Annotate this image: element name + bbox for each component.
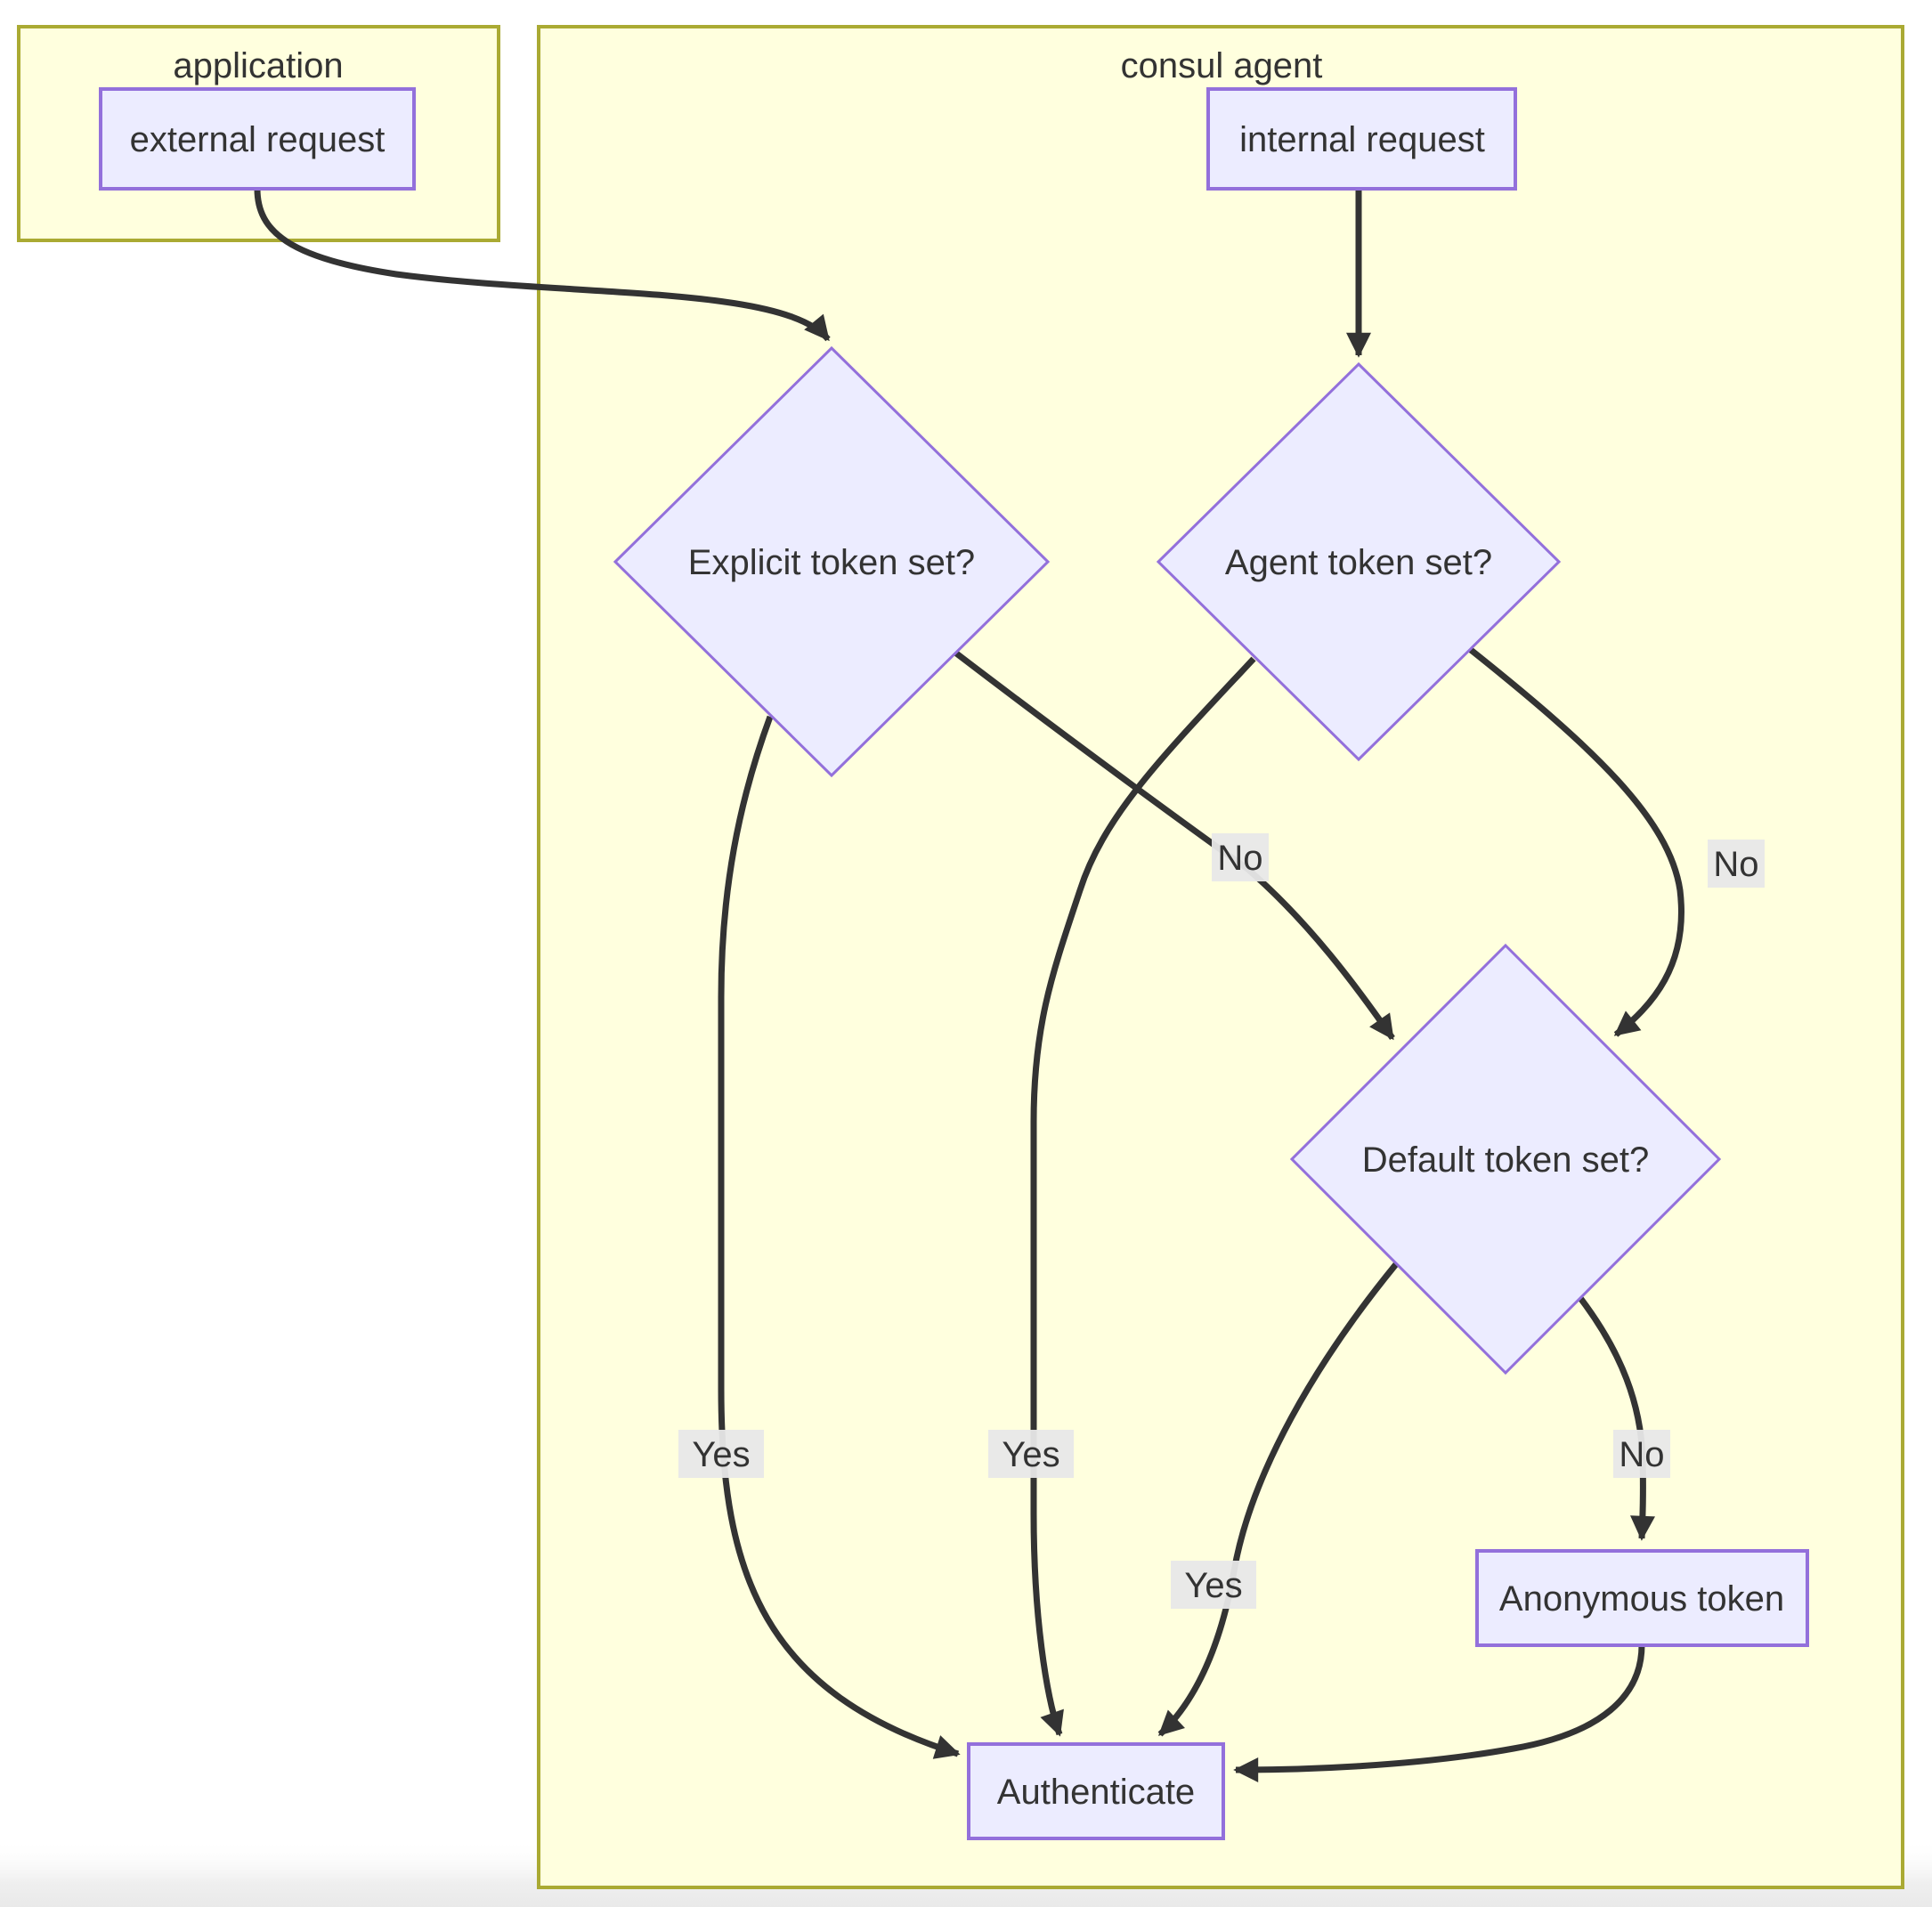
svg-text:Default token set?: Default token set?	[1362, 1140, 1649, 1180]
svg-text:Yes: Yes	[1184, 1566, 1242, 1605]
cluster-application-title: application	[173, 46, 343, 85]
node-internal-request: internal request	[1206, 87, 1517, 191]
svg-text:Agent token set?: Agent token set?	[1225, 543, 1492, 582]
edge-agent-token-yes-to-authenticate	[1030, 656, 1256, 1737]
edge-label-explicit-no: No	[1212, 833, 1269, 881]
svg-text:No: No	[1619, 1435, 1664, 1474]
svg-text:internal request: internal request	[1239, 120, 1485, 159]
svg-text:Anonymous token: Anonymous token	[1499, 1579, 1784, 1619]
svg-text:No: No	[1217, 839, 1262, 878]
edge-label-default-yes: Yes	[1171, 1561, 1256, 1609]
edge-label-agent-no: No	[1708, 840, 1765, 888]
node-external-request: external request	[99, 87, 416, 191]
edge-label-explicit-yes: Yes	[678, 1430, 764, 1478]
node-agent-token-set: Agent token set?	[1156, 361, 1562, 762]
node-default-token-set: Default token set?	[1289, 943, 1722, 1375]
svg-text:Authenticate: Authenticate	[997, 1773, 1195, 1812]
edge-default-token-yes-to-authenticate	[1157, 1262, 1399, 1737]
edge-agent-token-no-to-default-token	[1468, 647, 1684, 1037]
node-explicit-token-set: Explicit token set?	[613, 345, 1051, 778]
svg-text:external request: external request	[130, 120, 386, 159]
edge-label-agent-yes: Yes	[988, 1430, 1074, 1478]
edge-anonymous-token-to-authenticate	[1233, 1644, 1645, 1782]
svg-text:Yes: Yes	[692, 1435, 750, 1474]
cluster-consul-agent-title: consul agent	[1121, 46, 1323, 85]
svg-text:Explicit token set?: Explicit token set?	[688, 543, 975, 582]
node-anonymous-token: Anonymous token	[1475, 1549, 1809, 1647]
node-authenticate: Authenticate	[967, 1742, 1225, 1840]
edge-external-request-to-explicit-token	[254, 188, 831, 342]
svg-text:No: No	[1713, 845, 1758, 884]
edge-label-default-no: No	[1613, 1430, 1670, 1478]
svg-text:Yes: Yes	[1002, 1435, 1059, 1474]
